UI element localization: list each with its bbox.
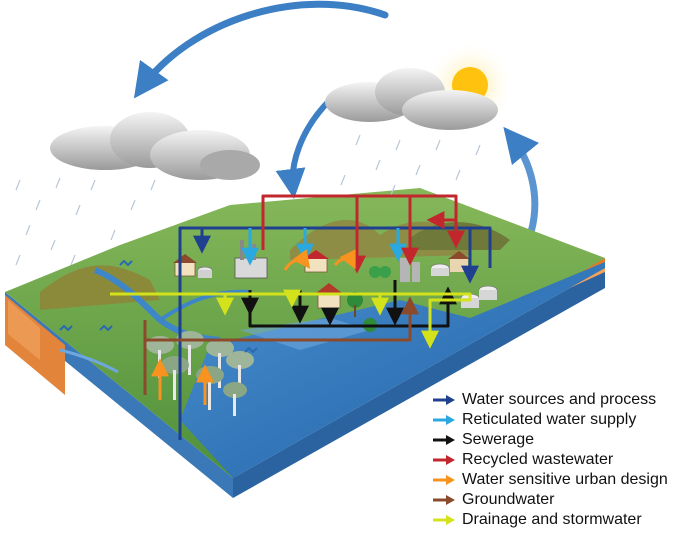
legend-arrow-icon bbox=[433, 455, 455, 465]
legend-arrow-icon bbox=[433, 415, 455, 425]
legend-arrow-icon bbox=[433, 475, 455, 485]
rain-icon bbox=[15, 134, 481, 266]
legend-arrow-icon bbox=[433, 495, 455, 505]
legend-label: Sewerage bbox=[462, 431, 535, 448]
legend-item: Groundwater bbox=[432, 490, 694, 510]
storage-tank-icon bbox=[197, 263, 498, 308]
legend-arrow-icon bbox=[433, 515, 455, 525]
legend-item: Reticulated water supply bbox=[432, 410, 694, 430]
legend-label: Reticulated water supply bbox=[462, 411, 637, 428]
legend-label: Recycled wastewater bbox=[462, 451, 614, 468]
legend-label: Drainage and stormwater bbox=[462, 511, 642, 528]
cloud-icon bbox=[50, 112, 260, 180]
legend-label: Water sources and process bbox=[462, 391, 657, 408]
legend-item: Sewerage bbox=[432, 430, 694, 450]
legend-arrow-icon bbox=[433, 435, 455, 445]
legend-label: Water sensitive urban design bbox=[462, 471, 668, 488]
legend-item: Drainage and stormwater bbox=[432, 510, 694, 530]
legend-arrow-icon bbox=[433, 395, 455, 405]
cloud-icon bbox=[325, 68, 498, 130]
legend-item: Recycled wastewater bbox=[432, 450, 694, 470]
legend-item: Water sources and process bbox=[432, 390, 694, 410]
legend-item: Water sensitive urban design bbox=[432, 470, 694, 490]
legend-label: Groundwater bbox=[462, 491, 555, 508]
flow-network bbox=[59, 194, 492, 440]
